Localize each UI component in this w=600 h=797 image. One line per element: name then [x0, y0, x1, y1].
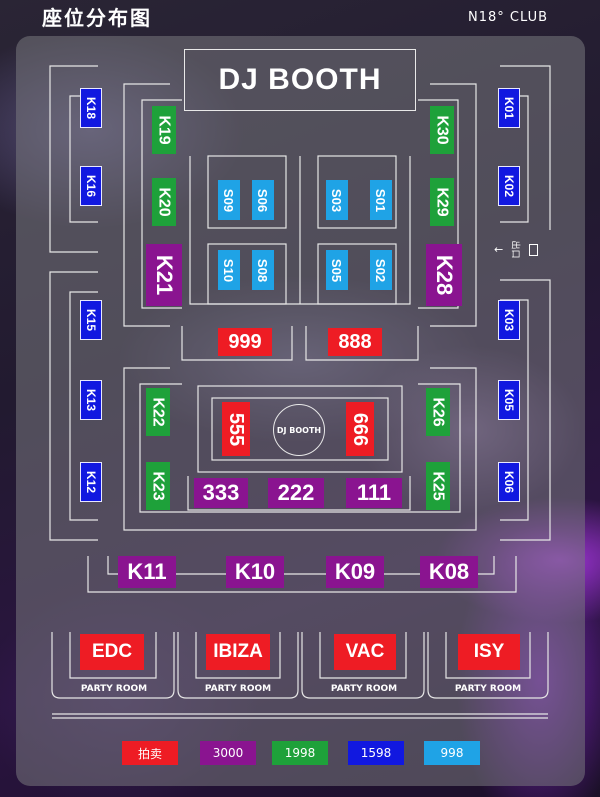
seat-s09[interactable]: S09	[218, 180, 240, 220]
seat-k13[interactable]: K13	[80, 380, 102, 420]
seat-k19[interactable]: K19	[152, 106, 176, 154]
seat-k03[interactable]: K03	[498, 300, 520, 340]
seat-k22[interactable]: K22	[146, 388, 170, 436]
seat-k15[interactable]: K15	[80, 300, 102, 340]
party-room-label-edc: PARTY ROOM	[80, 684, 148, 694]
room-isy[interactable]: ISY	[458, 634, 520, 670]
seat-k11[interactable]: K11	[118, 556, 176, 588]
exit-label: 出口	[509, 240, 520, 259]
seat-k05[interactable]: K05	[498, 380, 520, 420]
seat-s05[interactable]: S05	[326, 250, 348, 290]
seat-k01[interactable]: K01	[498, 88, 520, 128]
table-999[interactable]: 999	[218, 328, 272, 356]
seat-k23[interactable]: K23	[146, 462, 170, 510]
seat-k16[interactable]: K16	[80, 166, 102, 206]
legend-3000: 3000	[200, 741, 256, 765]
seat-k26[interactable]: K26	[426, 388, 450, 436]
seat-s10[interactable]: S10	[218, 250, 240, 290]
main-dj-booth: DJ BOOTH	[184, 49, 416, 111]
seat-k29[interactable]: K29	[430, 178, 454, 226]
seat-k12[interactable]: K12	[80, 462, 102, 502]
seat-k30[interactable]: K30	[430, 106, 454, 154]
legend-1998: 1998	[272, 741, 328, 765]
table-555[interactable]: 555	[222, 402, 250, 456]
seat-k28[interactable]: K28	[426, 244, 462, 306]
legend-998: 998	[424, 741, 480, 765]
seat-s03[interactable]: S03	[326, 180, 348, 220]
party-room-label-vac: PARTY ROOM	[330, 684, 398, 694]
seat-s08[interactable]: S08	[252, 250, 274, 290]
legend-1598: 1598	[348, 741, 404, 765]
table-666[interactable]: 666	[346, 402, 374, 456]
seat-s02[interactable]: S02	[370, 250, 392, 290]
seat-s06[interactable]: S06	[252, 180, 274, 220]
seat-k25[interactable]: K25	[426, 462, 450, 510]
table-222[interactable]: 222	[268, 478, 324, 508]
page-title: 座位分布图	[42, 6, 152, 30]
party-room-label-isy: PARTY ROOM	[454, 684, 522, 694]
seat-k08[interactable]: K08	[420, 556, 478, 588]
seat-k09[interactable]: K09	[326, 556, 384, 588]
seat-k21[interactable]: K21	[146, 244, 182, 306]
exit-arrow-icon: ←	[494, 243, 504, 256]
room-vac[interactable]: VAC	[334, 634, 396, 670]
seat-k10[interactable]: K10	[226, 556, 284, 588]
exit-sign: ← 出口	[494, 240, 539, 259]
room-edc[interactable]: EDC	[80, 634, 144, 670]
table-111[interactable]: 111	[346, 478, 402, 508]
seat-k18[interactable]: K18	[80, 88, 102, 128]
table-333[interactable]: 333	[194, 478, 248, 508]
seat-k06[interactable]: K06	[498, 462, 520, 502]
legend-auction: 拍卖	[122, 741, 178, 765]
party-room-label-ibiza: PARTY ROOM	[204, 684, 272, 694]
room-ibiza[interactable]: IBIZA	[206, 634, 270, 670]
exit-door-icon	[529, 243, 539, 256]
table-888[interactable]: 888	[328, 328, 382, 356]
seat-s01[interactable]: S01	[370, 180, 392, 220]
seat-k20[interactable]: K20	[152, 178, 176, 226]
center-dj-booth: DJ BOOTH	[273, 404, 325, 456]
seat-k02[interactable]: K02	[498, 166, 520, 206]
club-name: N18° CLUB	[468, 10, 549, 25]
